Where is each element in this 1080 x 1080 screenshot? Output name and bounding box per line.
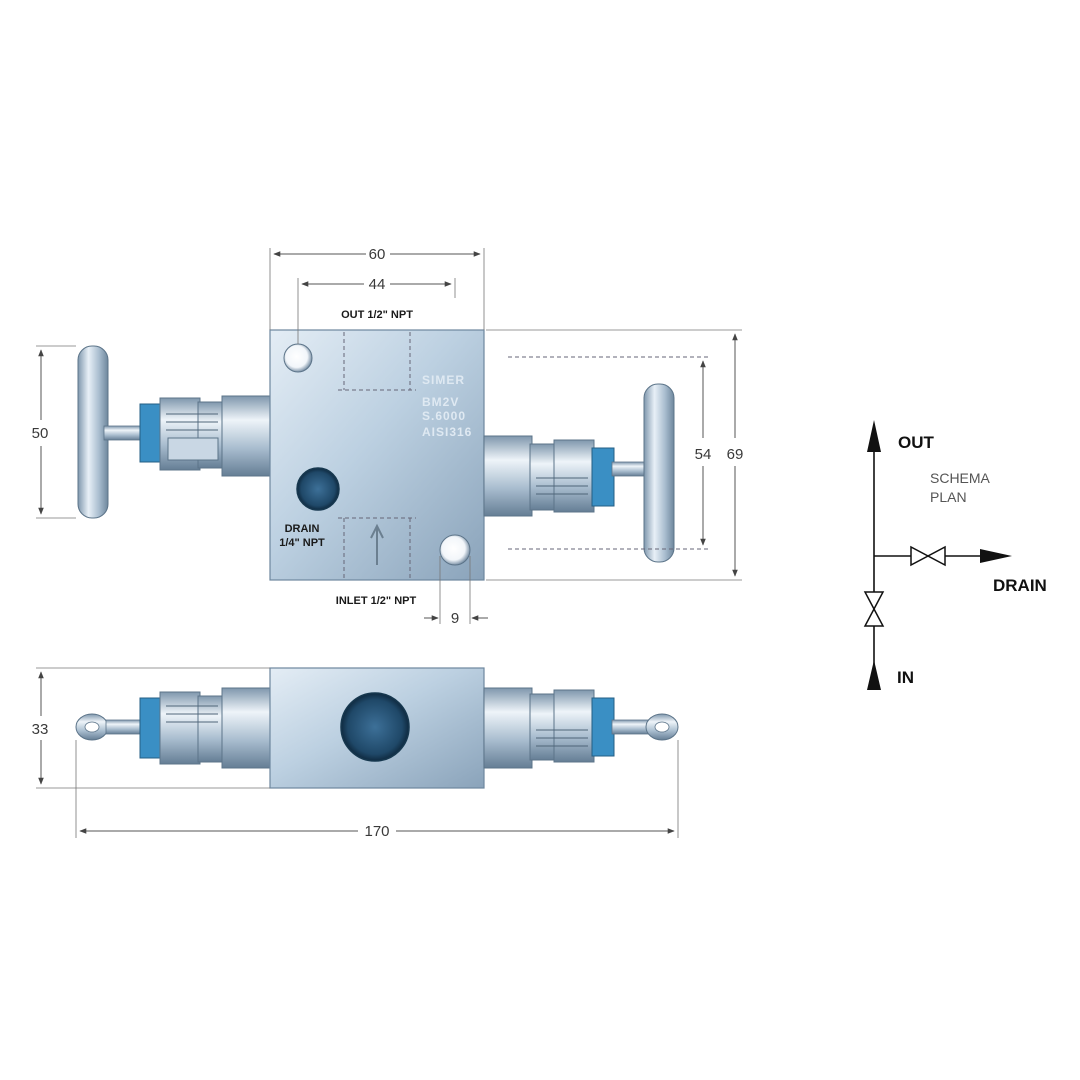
svg-text:9: 9 — [451, 610, 459, 627]
right-bonnet — [483, 435, 615, 517]
stamp-series: S.6000 — [422, 409, 466, 423]
inlet-flow-arrow — [370, 523, 384, 565]
dimension-60: 60 — [269, 246, 485, 330]
dimension-170: 170 — [75, 740, 679, 840]
dimension-69: 69 — [486, 329, 744, 581]
svg-text:44: 44 — [369, 276, 386, 293]
right-handle-bar[interactable] — [643, 383, 675, 563]
schema-out-label: OUT — [898, 433, 935, 452]
dimension-33: 33 — [32, 667, 270, 789]
left-bonnet-top — [139, 687, 271, 769]
stamp-model: BM2V — [422, 395, 459, 409]
schema-inlet-valve-icon — [863, 591, 885, 627]
out-port-hidden-lines — [338, 332, 416, 391]
top-view: 33 170 — [32, 667, 679, 840]
mounting-hole-top — [283, 343, 313, 373]
dimension-44: 44 — [297, 276, 456, 344]
svg-text:50: 50 — [32, 425, 49, 442]
schema-in-arrow — [867, 660, 881, 690]
stamp-brand: SIMER — [422, 373, 465, 387]
out-port-label: OUT 1/2" NPT — [341, 309, 413, 321]
dimension-54: 54 — [508, 356, 712, 550]
stamp-material: AISI316 — [422, 425, 472, 439]
schema-out-arrow — [867, 420, 881, 452]
drain-bore — [296, 467, 340, 511]
svg-text:33: 33 — [32, 721, 49, 738]
schema-plan: OUT SCHEMA PLAN DRAIN IN — [863, 420, 1047, 690]
svg-text:54: 54 — [695, 446, 712, 463]
schema-title-2: PLAN — [930, 489, 967, 505]
schema-title-1: SCHEMA — [930, 470, 991, 486]
svg-text:60: 60 — [369, 246, 386, 263]
inlet-port-hidden-lines — [338, 517, 416, 578]
svg-text:69: 69 — [727, 446, 744, 463]
front-view: SIMER BM2V S.6000 AISI316 OUT 1/2" NPT D… — [32, 246, 744, 627]
schema-drain-label: DRAIN — [993, 576, 1047, 595]
left-handle-bar[interactable] — [77, 345, 109, 519]
dimension-9: 9 — [424, 556, 488, 627]
schema-drain-arrow — [980, 549, 1012, 563]
drain-port-label-2: 1/4" NPT — [279, 537, 325, 549]
mounting-hole-bottom — [439, 534, 471, 566]
svg-text:170: 170 — [364, 823, 389, 840]
dimension-50: 50 — [32, 345, 76, 519]
drain-port-label-1: DRAIN — [285, 523, 320, 535]
main-bore — [340, 692, 410, 762]
schema-drain-valve-icon — [910, 545, 946, 567]
right-bonnet-top — [483, 687, 615, 769]
schema-in-label: IN — [897, 668, 914, 687]
inlet-port-label: INLET 1/2" NPT — [336, 595, 417, 607]
left-bonnet — [139, 395, 271, 477]
